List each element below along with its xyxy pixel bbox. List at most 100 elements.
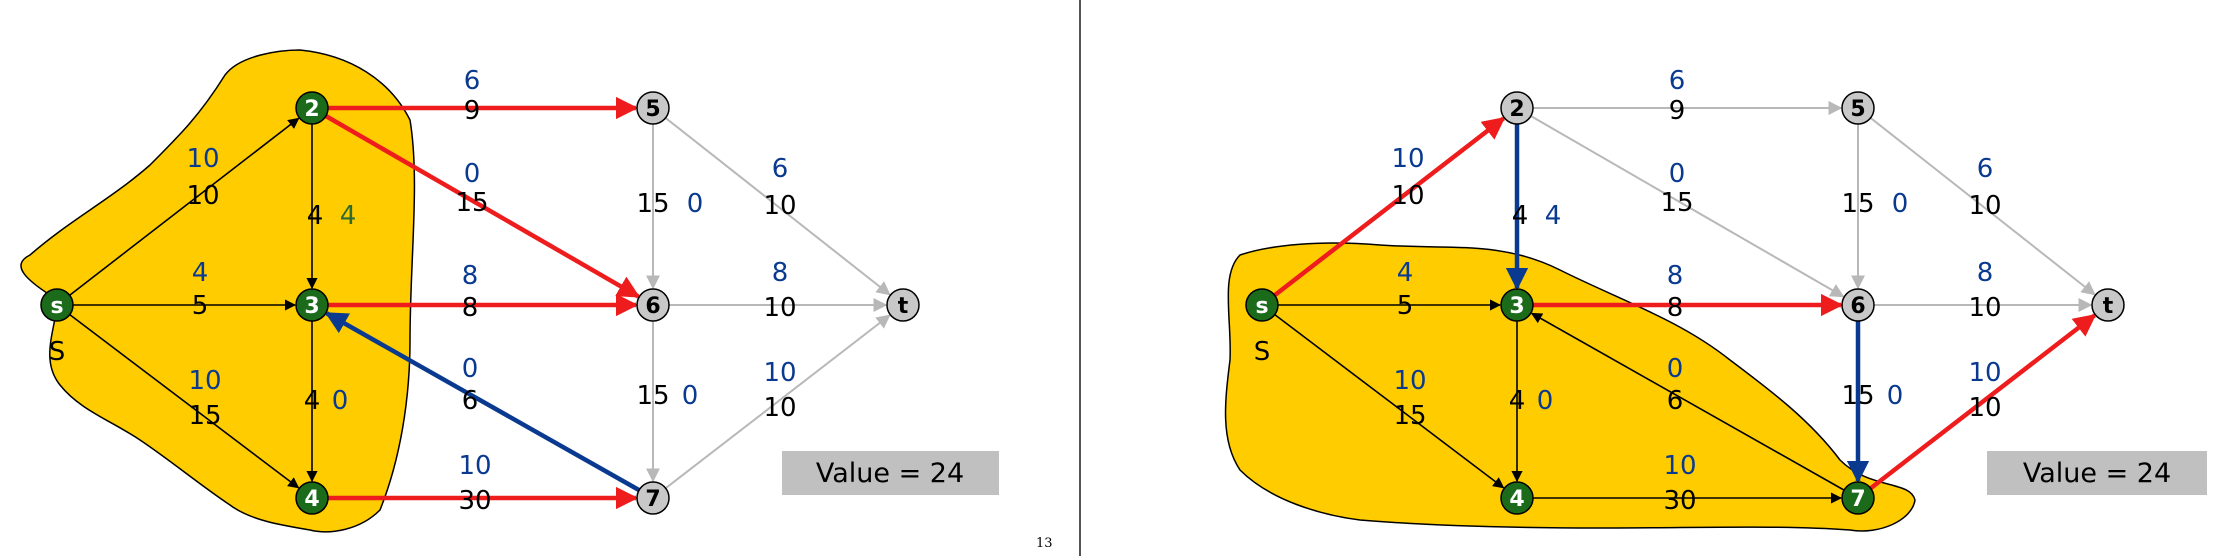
edge-capacity-5-6: 15 xyxy=(1841,189,1874,219)
edge-2-6 xyxy=(1530,115,1845,298)
edge-flow-7-3: 0 xyxy=(1667,354,1684,384)
node-circle xyxy=(1841,91,1875,125)
edge-s-4 xyxy=(69,314,300,489)
edge-flow-2-5: 6 xyxy=(1669,66,1686,96)
node-label-5: 5 xyxy=(645,97,660,122)
edge-capacity-s-3: 5 xyxy=(192,291,209,321)
edge-capacity-4-7: 30 xyxy=(458,486,491,516)
node-5: 5 xyxy=(1841,91,1875,125)
edge-flow-s-2: 10 xyxy=(1391,144,1424,174)
left-value-label: Value = 24 xyxy=(816,458,964,489)
edge-7-t xyxy=(1869,313,2097,491)
edge-flow-6-7: 0 xyxy=(1887,381,1904,411)
edge-flow-7-3: 0 xyxy=(462,354,479,384)
edge-flow-s-2: 10 xyxy=(186,144,219,174)
edge-capacity-s-4: 15 xyxy=(188,401,221,431)
node-circle xyxy=(1841,288,1875,322)
edge-capacity-s-4: 15 xyxy=(1393,401,1426,431)
node-label-4: 4 xyxy=(304,487,319,512)
edge-flow-6-7: 0 xyxy=(682,381,699,411)
node-label-3: 3 xyxy=(1509,294,1524,319)
edge-flow-3-6: 8 xyxy=(1667,261,1684,291)
node-3: 3 xyxy=(1500,288,1534,322)
edge-flow-5-6: 0 xyxy=(1892,189,1909,219)
edge-flow-3-4: 0 xyxy=(332,386,349,416)
edge-capacity-4-7: 30 xyxy=(1663,486,1696,516)
node-label-t: t xyxy=(2103,294,2114,319)
node-circle xyxy=(1500,481,1534,515)
edge-7-t xyxy=(665,314,891,490)
node-4: 4 xyxy=(1500,481,1534,515)
node-label-5: 5 xyxy=(1850,97,1865,122)
edge-capacity-2-6: 15 xyxy=(455,188,488,218)
node-s: s xyxy=(1245,288,1279,322)
edge-s-2 xyxy=(1273,116,1506,297)
node-3: 3 xyxy=(295,288,329,322)
node-label-s: s xyxy=(50,294,63,319)
edge-capacity-2-3: 4 xyxy=(1512,201,1529,231)
node-circle xyxy=(886,288,920,322)
source-set-caption: S xyxy=(49,337,66,367)
page-number: 13 xyxy=(1036,536,1053,551)
edge-capacity-3-4: 4 xyxy=(304,386,321,416)
node-circle xyxy=(1500,91,1534,125)
node-label-2: 2 xyxy=(1509,97,1524,122)
node-label-s: s xyxy=(1255,294,1268,319)
edge-capacity-5-t: 10 xyxy=(1968,191,2001,221)
edge-flow-6-t: 8 xyxy=(772,258,789,288)
edge-flow-3-4: 0 xyxy=(1537,386,1554,416)
edge-flow-5-t: 6 xyxy=(1977,154,1994,184)
cut-region-left xyxy=(20,49,416,533)
node-s: s xyxy=(40,288,74,322)
edge-5-t xyxy=(664,117,891,296)
node-6: 6 xyxy=(1841,288,1875,322)
node-circle xyxy=(40,288,74,322)
node-circle xyxy=(295,288,329,322)
node-circle xyxy=(1245,288,1279,322)
edge-capacity-7-3: 6 xyxy=(462,386,479,416)
node-2: 2 xyxy=(1500,91,1534,125)
edge-2-6 xyxy=(324,114,641,299)
edge-7-3 xyxy=(1530,312,1845,491)
edge-capacity-7-3: 6 xyxy=(1667,386,1684,416)
edge-flow-6-t: 8 xyxy=(1977,258,1994,288)
edge-flow-3-6: 8 xyxy=(462,261,479,291)
node-circle xyxy=(636,481,670,515)
edge-s-2 xyxy=(69,117,300,296)
cut-region-right xyxy=(1224,242,1916,532)
edge-capacity-3-6: 8 xyxy=(1667,293,1684,323)
edge-capacity-2-6: 15 xyxy=(1660,188,1693,218)
node-label-2: 2 xyxy=(304,97,319,122)
node-label-t: t xyxy=(898,294,909,319)
right-value-label: Value = 24 xyxy=(2023,458,2171,489)
node-2: 2 xyxy=(295,91,329,125)
node-label-6: 6 xyxy=(1850,294,1865,319)
edge-flow-4-7: 10 xyxy=(458,451,491,481)
node-label-6: 6 xyxy=(645,294,660,319)
edge-capacity-7-t: 10 xyxy=(1968,393,2001,423)
edge-capacity-5-6: 15 xyxy=(636,189,669,219)
left-value-box: Value = 24 xyxy=(782,451,999,495)
edge-flow-2-6: 0 xyxy=(464,159,481,189)
edge-flow-2-3: 4 xyxy=(340,201,357,231)
edge-capacity-6-7: 15 xyxy=(636,381,669,411)
edge-capacity-3-4: 4 xyxy=(1509,386,1526,416)
edge-flow-7-t: 10 xyxy=(1968,358,2001,388)
edge-capacity-7-t: 10 xyxy=(763,393,796,423)
node-label-4: 4 xyxy=(1509,487,1524,512)
edge-capacity-s-2: 10 xyxy=(1391,181,1424,211)
edge-capacity-6-t: 10 xyxy=(763,293,796,323)
edge-flow-2-3: 4 xyxy=(1545,201,1562,231)
node-label-3: 3 xyxy=(304,294,319,319)
edge-flow-5-t: 6 xyxy=(772,154,789,184)
right-value-box: Value = 24 xyxy=(1987,451,2207,495)
edge-flow-4-7: 10 xyxy=(1663,451,1696,481)
node-circle xyxy=(2091,288,2125,322)
edge-5-t xyxy=(1869,117,2096,296)
node-6: 6 xyxy=(636,288,670,322)
node-circle xyxy=(295,481,329,515)
edge-capacity-2-5: 9 xyxy=(1669,96,1686,126)
node-circle xyxy=(636,288,670,322)
